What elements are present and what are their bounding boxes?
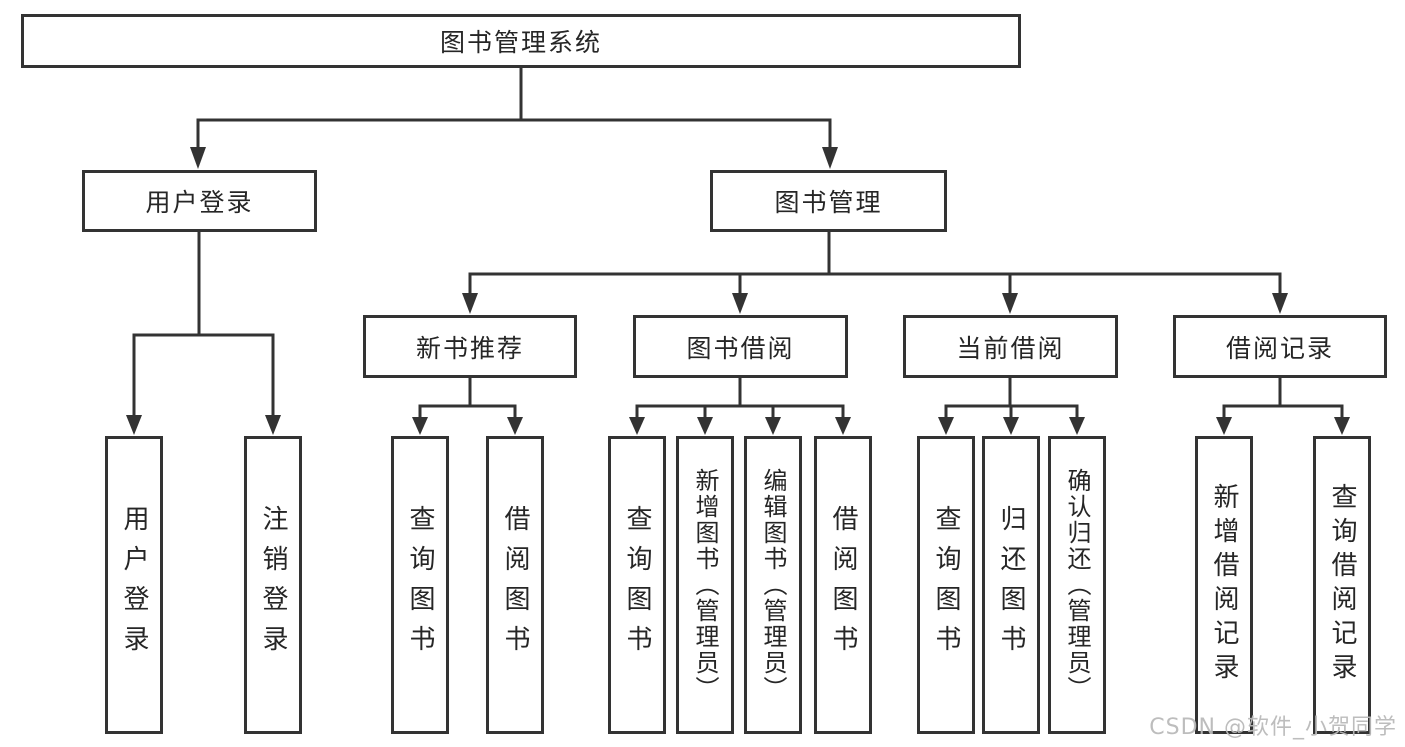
- leaf-query-borrow-record: 查询借阅记录: [1313, 436, 1371, 734]
- node-label: 查询图书: [405, 505, 435, 665]
- node-user-login: 用户登录: [82, 170, 317, 232]
- leaf-logout: 注销登录: [244, 436, 302, 734]
- node-label: 图书管理: [774, 188, 883, 217]
- node-label: 确认归还（管理员）: [1063, 468, 1091, 702]
- node-label: 注销登录: [258, 505, 288, 665]
- node-label: 图书管理系统: [439, 28, 602, 57]
- node-label: 新增图书（管理员）: [691, 468, 719, 702]
- leaf-borrow-books-recommend: 借阅图书: [486, 436, 544, 734]
- node-label: 查询图书: [622, 505, 652, 665]
- node-library-management-system: 图书管理系统: [21, 14, 1021, 68]
- node-book-management: 图书管理: [710, 170, 947, 232]
- node-label: 编辑图书（管理员）: [759, 468, 787, 702]
- leaf-confirm-return-admin: 确认归还（管理员）: [1048, 436, 1106, 734]
- node-label: 查询借阅记录: [1327, 483, 1357, 687]
- node-label: 归还图书: [996, 505, 1026, 665]
- leaf-query-books-current: 查询图书: [917, 436, 975, 734]
- leaf-borrow-books-borrow: 借阅图书: [814, 436, 872, 734]
- node-label: 用户登录: [145, 188, 254, 217]
- leaf-return-books: 归还图书: [982, 436, 1040, 734]
- node-new-book-recommend: 新书推荐: [363, 315, 577, 378]
- leaf-add-borrow-record: 新增借阅记录: [1195, 436, 1253, 734]
- watermark: CSDN @软件_小贺同学: [1149, 715, 1397, 740]
- leaf-edit-books-admin: 编辑图书（管理员）: [744, 436, 802, 734]
- node-label: 图书借阅: [686, 333, 795, 363]
- node-label: 借阅图书: [828, 505, 858, 665]
- node-current-borrow: 当前借阅: [903, 315, 1118, 378]
- node-label: 当前借阅: [956, 333, 1065, 363]
- node-label: 借阅图书: [500, 505, 530, 665]
- leaf-add-books-admin: 新增图书（管理员）: [676, 436, 734, 734]
- node-label: 查询图书: [931, 505, 961, 665]
- leaf-query-books-borrow: 查询图书: [608, 436, 666, 734]
- leaf-query-books-recommend: 查询图书: [391, 436, 449, 734]
- node-book-borrow: 图书借阅: [633, 315, 848, 378]
- node-label: 借阅记录: [1225, 333, 1334, 363]
- node-label: 新书推荐: [415, 333, 524, 363]
- leaf-user-login: 用户登录: [105, 436, 163, 734]
- node-borrow-records: 借阅记录: [1173, 315, 1387, 378]
- node-label: 新增借阅记录: [1209, 483, 1239, 687]
- node-label: 用户登录: [119, 505, 149, 665]
